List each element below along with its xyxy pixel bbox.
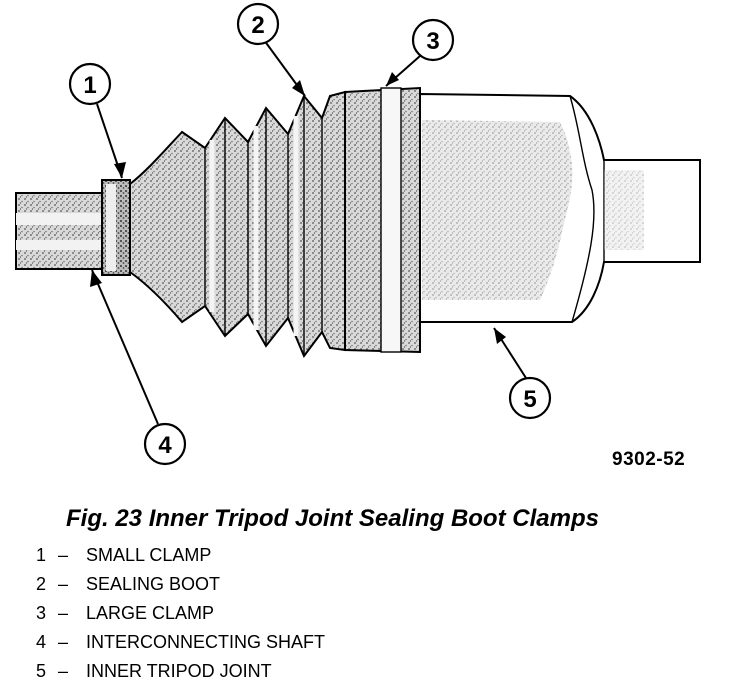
legend-dash: –: [58, 603, 69, 623]
leader-lines: [90, 39, 527, 425]
svg-text:4: 4: [158, 432, 172, 459]
small-clamp: [101, 179, 131, 276]
legend-item: 5–INNER TRIPOD JOINT: [36, 657, 325, 686]
legend-number: 4: [36, 632, 47, 652]
legend-text: INNER TRIPOD JOINT: [86, 661, 272, 681]
legend-text: LARGE CLAMP: [86, 603, 215, 623]
legend-dash: –: [58, 661, 69, 681]
legend-text: INTERCONNECTING SHAFT: [86, 632, 326, 652]
callout-5: 5: [508, 376, 552, 420]
legend-number: 3: [36, 603, 47, 623]
cv-joint-illustration: 1 2 3 4 5: [15, 2, 701, 466]
inner-tripod-joint: [419, 92, 701, 323]
callout-3: 3: [411, 18, 455, 62]
large-clamp: [344, 86, 421, 354]
legend-number: 5: [36, 661, 47, 681]
sealing-boot: [129, 90, 346, 358]
svg-text:2: 2: [251, 12, 264, 39]
legend-dash: –: [58, 574, 69, 594]
svg-text:1: 1: [83, 72, 96, 99]
legend-number: 2: [36, 574, 47, 594]
legend-dash: –: [58, 632, 69, 652]
legend-list: 1–SMALL CLAMP 2–SEALING BOOT 3–LARGE CLA…: [36, 541, 325, 686]
figure-code: 9302-52: [612, 449, 686, 470]
interconnecting-shaft: [15, 192, 109, 270]
legend-text: SEALING BOOT: [86, 574, 221, 594]
svg-text:3: 3: [426, 28, 439, 55]
legend-text: SMALL CLAMP: [86, 545, 212, 565]
figure-caption: Fig. 23 Inner Tripod Joint Sealing Boot …: [66, 505, 599, 532]
legend-number: 1: [36, 545, 47, 565]
legend-item: 2–SEALING BOOT: [36, 570, 325, 599]
legend-item: 3–LARGE CLAMP: [36, 599, 325, 628]
callout-2: 2: [236, 2, 280, 46]
legend-item: 4–INTERCONNECTING SHAFT: [36, 628, 325, 657]
callout-1: 1: [68, 62, 112, 106]
svg-text:5: 5: [523, 386, 536, 413]
legend-item: 1–SMALL CLAMP: [36, 541, 325, 570]
callout-4: 4: [143, 422, 187, 466]
legend-dash: –: [58, 545, 69, 565]
